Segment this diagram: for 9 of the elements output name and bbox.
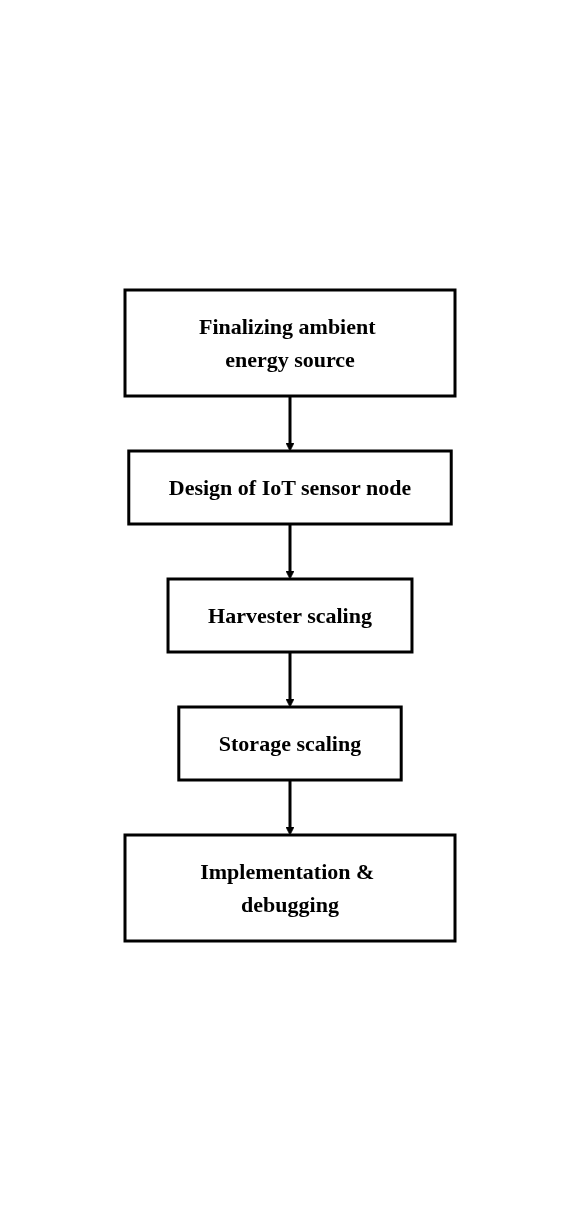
node-box: Harvester scaling bbox=[166, 577, 413, 653]
arrow bbox=[285, 395, 294, 451]
arrow bbox=[285, 779, 294, 835]
node-box: Storage scaling bbox=[176, 705, 403, 781]
arrow bbox=[285, 651, 294, 707]
arrow bbox=[285, 523, 294, 579]
node-box: Implementation & debugging bbox=[123, 833, 456, 942]
node-box: Design of IoT sensor node bbox=[126, 449, 453, 525]
node-box: Finalizing ambient energy source bbox=[123, 288, 456, 397]
